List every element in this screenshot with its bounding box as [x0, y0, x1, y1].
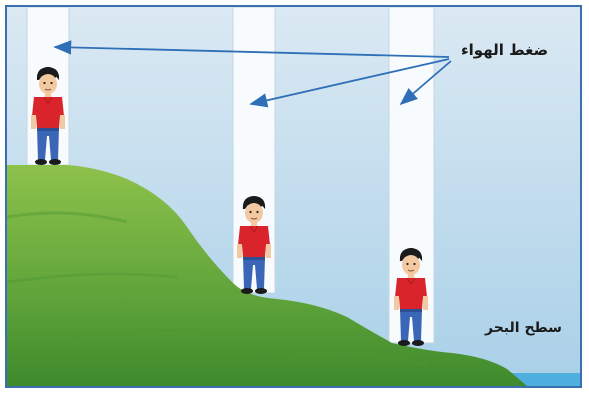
illustration-frame: ضغط الهواء سطح البحر [5, 5, 582, 388]
sea-level-label: سطح البحر [485, 320, 562, 336]
air-pressure-label: ضغط الهواء [461, 41, 548, 59]
